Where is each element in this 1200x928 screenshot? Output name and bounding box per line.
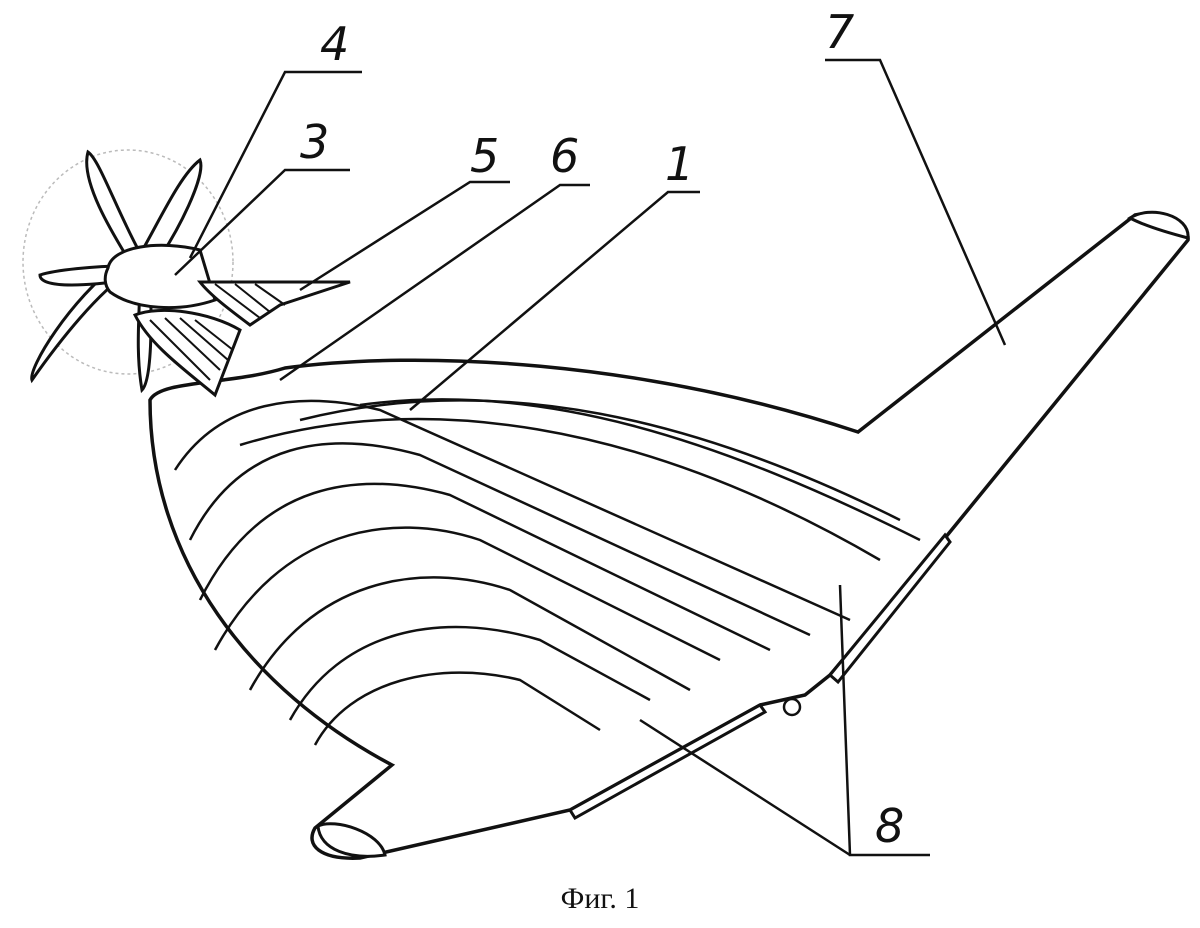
- wing-tip-lower: [316, 822, 387, 858]
- label-5: 5: [470, 129, 499, 183]
- label-3: 3: [300, 115, 329, 169]
- propeller-disc: [22, 149, 234, 375]
- control-surfaces: [567, 532, 952, 821]
- wing-tip-upper: [1127, 210, 1190, 240]
- figure-caption: Фиг. 1: [560, 882, 640, 915]
- label-7: 7: [825, 5, 854, 59]
- fuselage-body: [148, 212, 1190, 860]
- label-8: 8: [875, 799, 904, 853]
- body-hatching: [173, 398, 921, 746]
- label-4: 4: [320, 17, 349, 71]
- fin-vanes: [132, 280, 351, 398]
- hinge-detail: [782, 697, 802, 717]
- label-6: 6: [550, 129, 579, 183]
- label-1: 1: [665, 137, 694, 191]
- propeller-spinner: [103, 243, 217, 309]
- leader-lines: [174, 58, 1007, 857]
